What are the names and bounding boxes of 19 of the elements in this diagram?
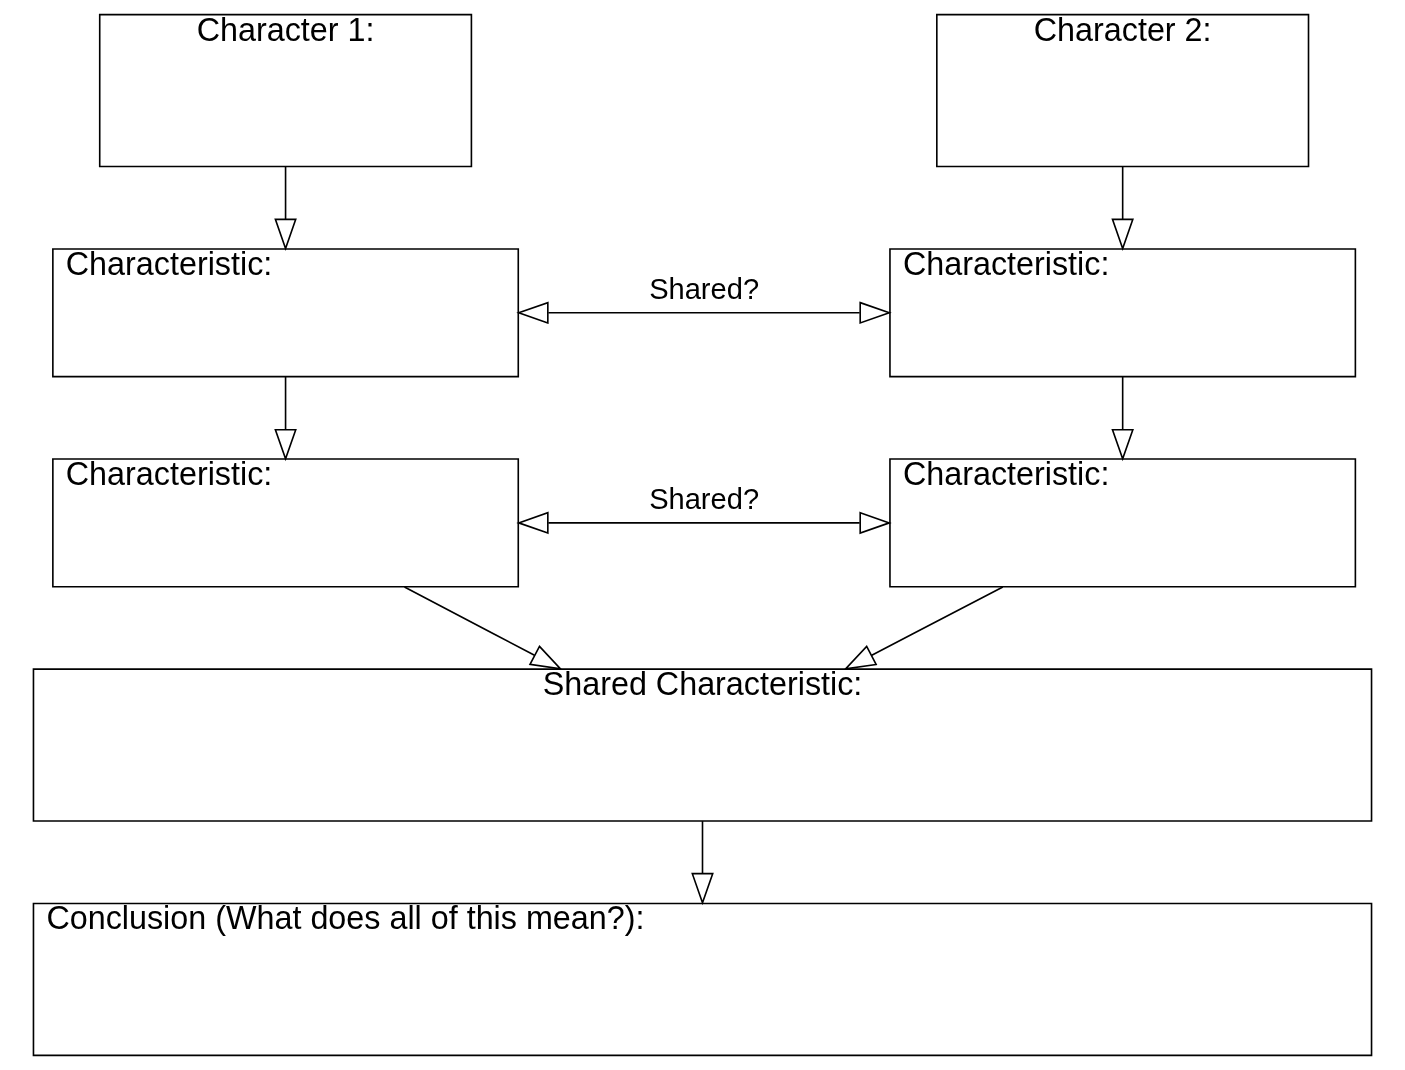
node-box: Characteristic: [889, 248, 1357, 378]
node-box: Character 2: [936, 13, 1310, 168]
arrow [516, 301, 892, 325]
arrow [274, 166, 297, 251]
node-box: Character 1: [98, 13, 473, 168]
node-box: Characteristic: [889, 458, 1357, 588]
arrow [274, 376, 297, 462]
edge-label: Shared? [649, 482, 760, 515]
arrow [1111, 166, 1134, 251]
arrow [403, 586, 563, 671]
arrow [1111, 376, 1134, 462]
node-box: Conclusion (What does all of this mean?): [32, 902, 1373, 1057]
arrow [691, 820, 714, 906]
edge-label: Shared? [649, 272, 760, 305]
node-box: Shared Characteristic: [32, 668, 1373, 822]
node-box: Characteristic: [52, 458, 520, 588]
arrow [516, 511, 892, 535]
node-box: Characteristic: [52, 248, 520, 378]
arrow [843, 586, 1004, 671]
